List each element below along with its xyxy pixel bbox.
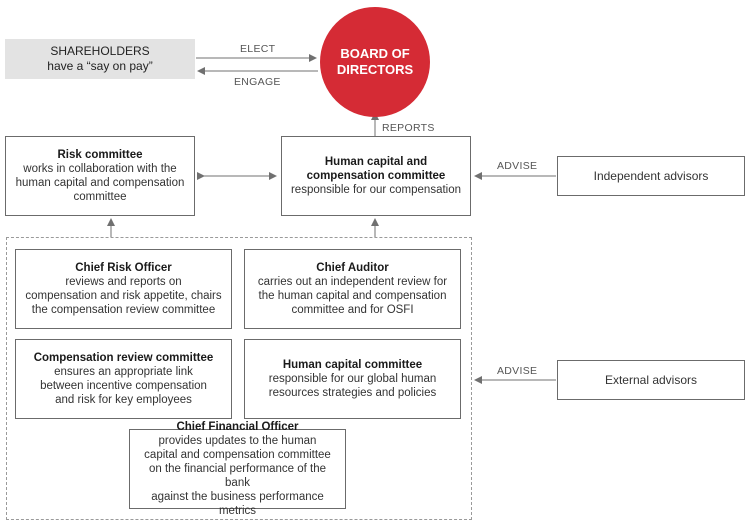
risk-committee-desc-1: works in collaboration with the [23,163,177,175]
compensation-review-committee-desc-1: ensures an appropriate link [54,366,193,378]
chief-auditor-desc-3: committee and for OSFI [291,304,414,316]
risk-committee-desc-3: committee [73,191,127,203]
hcc-committee-title-2: compensation committee [306,170,446,182]
chief-financial-officer-desc-4: against the business performance metrics [151,491,324,517]
elect-label: ELECT [240,43,276,55]
risk-committee-box: Risk committee works in collaboration wi… [5,136,195,216]
management-group [6,237,472,520]
compensation-review-committee-desc-2: between incentive compensation [40,380,207,392]
independent-advisors-label: Independent advisors [593,169,709,183]
risk-committee-title: Risk committee [57,149,143,161]
chief-risk-officer-box: Chief Risk Officer reviews and reports o… [15,249,232,329]
board-line-2: DIRECTORS [336,62,414,77]
chief-auditor-desc-2: the human capital and compensation [258,290,447,302]
hcc-committee-title-1: Human capital and [324,156,428,168]
board-line-1: BOARD OF [340,46,410,61]
human-capital-committee-title: Human capital committee [282,359,423,371]
independent-advisors-box: Independent advisors [557,156,745,196]
chief-financial-officer-desc-2: capital and compensation committee [144,449,331,461]
human-capital-committee-desc-2: resources strategies and policies [268,387,437,399]
reports-label: REPORTS [382,122,435,134]
engage-label: ENGAGE [234,76,281,88]
shareholders-title: SHAREHOLDERS [50,44,150,58]
chief-auditor-desc-1: carries out an independent review for [257,276,448,288]
human-capital-committee-desc-1: responsible for our global human [268,373,437,385]
compensation-review-committee-desc-3: and risk for key employees [55,394,192,406]
chief-financial-officer-desc-1: provides updates to the human [158,435,317,447]
external-advisors-box: External advisors [557,360,745,400]
shareholders-box: SHAREHOLDERS have a “say on pay” [5,39,195,79]
advise-bottom-label: ADVISE [497,365,538,377]
chief-risk-officer-desc-2: compensation and risk appetite, chairs [25,290,222,302]
external-advisors-label: External advisors [604,373,698,387]
chief-risk-officer-desc-1: reviews and reports on [65,276,182,288]
chief-financial-officer-desc-3: on the financial performance of the bank [148,463,327,489]
board-of-directors: BOARD OF DIRECTORS [320,7,430,117]
risk-committee-desc-2: human capital and compensation [15,177,185,189]
hcc-committee-desc: responsible for our compensation [290,184,462,196]
hcc-committee-box: Human capital and compensation committee… [281,136,471,216]
chief-auditor-box: Chief Auditor carries out an independent… [244,249,461,329]
human-capital-committee-box: Human capital committee responsible for … [244,339,461,419]
shareholders-note: have a “say on pay” [47,59,153,73]
chief-risk-officer-desc-3: the compensation review committee [31,304,216,316]
compensation-review-committee-title: Compensation review committee [33,352,214,364]
chief-financial-officer-title: Chief Financial Officer [176,421,299,433]
chief-auditor-title: Chief Auditor [316,262,389,274]
compensation-review-committee-box: Compensation review committee ensures an… [15,339,232,419]
chief-risk-officer-title: Chief Risk Officer [75,262,172,274]
advise-top-label: ADVISE [497,160,538,172]
chief-financial-officer-box: Chief Financial Officer provides updates… [129,421,346,517]
